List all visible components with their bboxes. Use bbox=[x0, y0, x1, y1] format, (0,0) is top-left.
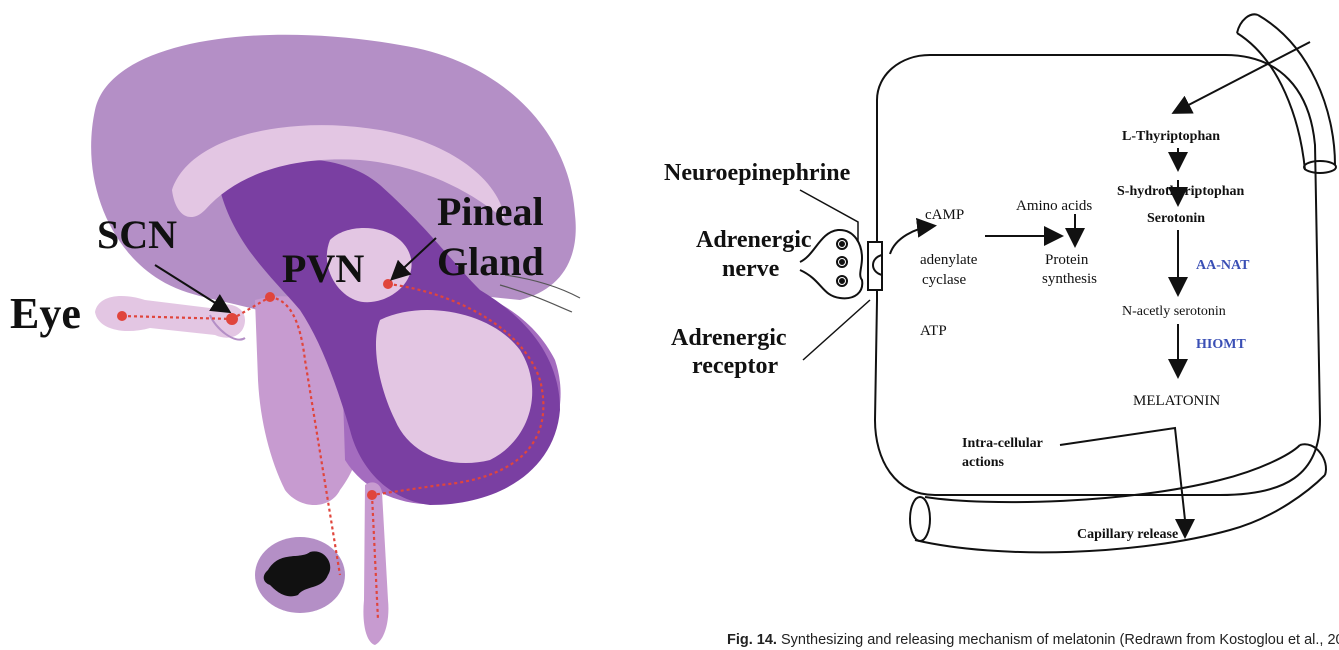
label-capillary-release: Capillary release bbox=[1077, 527, 1178, 542]
label-eye: Eye bbox=[10, 289, 81, 338]
label-neuroepinephrine: Neuroepinephrine bbox=[664, 160, 851, 186]
label-l-thryptophan: L-Thyriptophan bbox=[1122, 129, 1220, 144]
label-pineal: Pineal bbox=[437, 189, 544, 234]
caption-text: Synthesizing and releasing mechanism of … bbox=[777, 632, 1339, 648]
cell-arrows bbox=[890, 42, 1310, 535]
adrenergic-receptor bbox=[868, 242, 882, 290]
label-amino-acids: Amino acids bbox=[1016, 198, 1092, 214]
label-adrenergic-receptor-1: Adrenergic bbox=[671, 325, 787, 351]
label-melatonin: MELATONIN bbox=[1133, 393, 1220, 409]
label-atp: ATP bbox=[920, 323, 947, 339]
label-n-acetyl: N-acetly serotonin bbox=[1122, 304, 1226, 319]
label-adrenergic-nerve-1: Adrenergic bbox=[696, 227, 812, 253]
label-protein: Protein bbox=[1045, 252, 1089, 268]
label-adenylate: adenylate bbox=[920, 252, 978, 268]
label-scn: SCN bbox=[97, 212, 177, 257]
label-aa-nat: AA-NAT bbox=[1196, 258, 1250, 273]
caption-label: Fig. 14. bbox=[727, 632, 777, 648]
label-camp: cAMP bbox=[925, 207, 964, 223]
label-intra-cellular: Intra-cellular bbox=[962, 436, 1043, 451]
brain-illustration bbox=[91, 35, 580, 645]
label-adrenergic-receptor-2: receptor bbox=[692, 353, 779, 379]
label-synthesis: synthesis bbox=[1042, 271, 1097, 287]
spinal-cord-section bbox=[255, 537, 345, 613]
label-actions: actions bbox=[962, 455, 1005, 470]
label-serotonin: Serotonin bbox=[1147, 211, 1205, 226]
label-pvn: PVN bbox=[282, 246, 364, 291]
label-hiomt: HIOMT bbox=[1196, 337, 1246, 352]
label-adrenergic-nerve-2: nerve bbox=[722, 256, 780, 282]
figure-caption: Fig. 14. Synthesizing and releasing mech… bbox=[727, 632, 1339, 648]
capillary-top bbox=[1237, 14, 1336, 173]
label-s-hydro: S-hydrothyriptophan bbox=[1117, 184, 1245, 199]
label-gland: Gland bbox=[437, 239, 544, 284]
label-cyclase: cyclase bbox=[922, 272, 966, 288]
